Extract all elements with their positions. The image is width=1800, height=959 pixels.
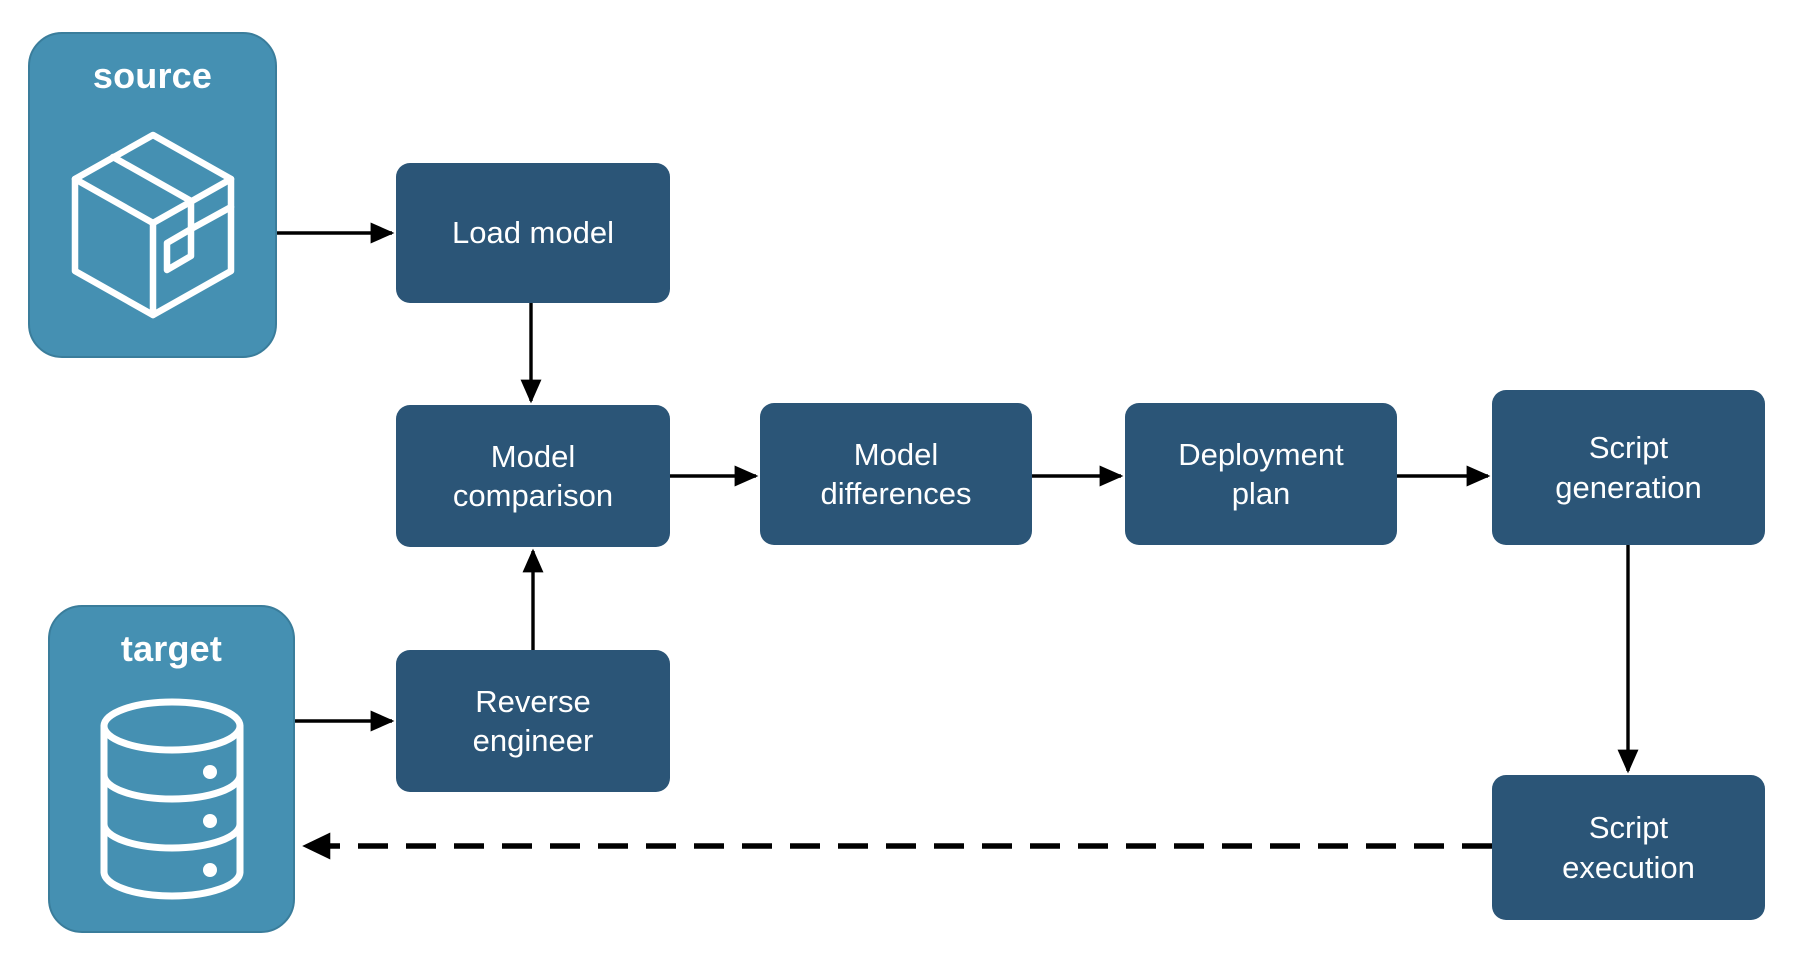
process-script-execution[interactable]: Script execution	[1492, 775, 1765, 920]
process-script-generation[interactable]: Script generation	[1492, 390, 1765, 545]
endpoint-source[interactable]: source	[28, 32, 277, 358]
endpoint-source-label: source	[92, 55, 213, 96]
process-reverse-engineer[interactable]: Reverse engineer	[396, 650, 670, 792]
database-cylinder-icon	[50, 667, 293, 931]
process-model-differences[interactable]: Model differences	[760, 403, 1032, 545]
process-deployment-plan[interactable]: Deployment plan	[1125, 403, 1397, 545]
process-model-comparison[interactable]: Model comparison	[396, 405, 670, 547]
process-load-model[interactable]: Load model	[396, 163, 670, 303]
process-script-generation-label: Script generation	[1555, 430, 1702, 505]
process-load-model-label: Load model	[451, 215, 614, 251]
process-deployment-plan-label: Deployment plan	[1178, 436, 1344, 511]
process-script-execution-label: Script execution	[1562, 810, 1695, 885]
process-model-differences-label: Model differences	[820, 436, 972, 511]
package-box-icon	[30, 94, 275, 356]
endpoint-target[interactable]: target	[48, 605, 295, 933]
endpoint-target-label: target	[120, 628, 223, 669]
process-model-comparison-label: Model comparison	[452, 438, 614, 513]
process-reverse-engineer-label: Reverse engineer	[472, 683, 594, 758]
